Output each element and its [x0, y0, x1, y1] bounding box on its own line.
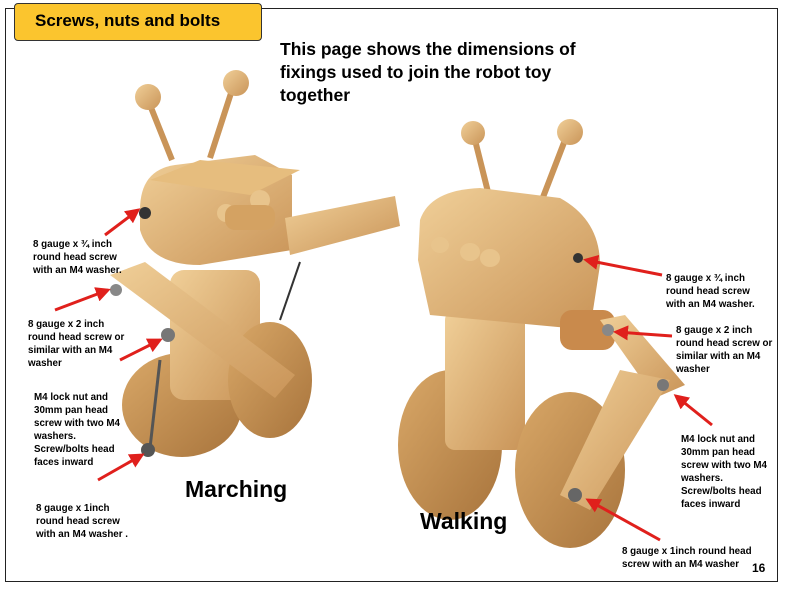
label-walking-head-screw: 8 gauge x ¾ inch round head screw with an … — [666, 272, 755, 311]
label-line: washer — [676, 364, 710, 375]
label-line: round head screw — [33, 252, 117, 263]
label-line: Screw/bolts head — [34, 444, 115, 455]
label-walking-shoulder-screw: 8 gauge x 2 inch round head screw or simil… — [676, 324, 772, 376]
label-line: washer — [28, 358, 62, 369]
label-line: screw with two M4 — [34, 418, 121, 429]
label-marching-shoulder-screw: 8 gauge x 2 inch round head screw or simil… — [28, 318, 124, 370]
label-line: 30mm pan head — [34, 405, 109, 416]
label-line: round head screw — [36, 516, 120, 527]
label-line: washers. — [34, 431, 76, 442]
label-line: Screw/bolts head — [681, 486, 762, 497]
label-line: similar with an M4 — [676, 351, 761, 362]
arrow-marching-shoulder — [54, 287, 111, 312]
label-walking-elbow-bolt: M4 lock nut and 30mm pan head screw with t… — [681, 433, 767, 511]
label-line: M4 lock nut and — [681, 434, 756, 445]
arrow-walking-hand — [585, 498, 661, 542]
caption-walking: Walking — [420, 508, 508, 534]
arrow-marching-hand — [97, 453, 145, 482]
arrow-marching-elbow — [119, 338, 163, 362]
label-line: faces inward — [681, 499, 741, 510]
callout-arrows — [54, 208, 713, 542]
label-line: with an M4 washer . — [36, 529, 129, 540]
label-line: 8 gauge x ¾ inch — [666, 273, 745, 284]
label-line: 8 gauge x 2 inch — [28, 319, 105, 330]
arrow-marching-head — [104, 208, 141, 237]
label-line: 8 gauge x ¾ inch — [33, 239, 112, 250]
arrow-walking-elbow — [673, 394, 713, 427]
label-line: 8 gauge x 1inch round head — [622, 546, 752, 557]
section-title: Screws, nuts and bolts — [14, 3, 262, 41]
label-marching-elbow-bolt: M4 lock nut and 30mm pan head screw with t… — [34, 391, 120, 469]
label-marching-head-screw: 8 gauge x ¾ inch round head screw with an … — [33, 238, 122, 277]
label-line: with an M4 washer. — [33, 265, 122, 276]
intro-text: This page shows the dimensions of fixing… — [280, 39, 576, 105]
marching-robot — [110, 70, 400, 457]
label-line: M4 lock nut and — [34, 392, 109, 403]
label-line: washers. — [681, 473, 723, 484]
label-line: round head screw or — [676, 338, 773, 349]
label-line: faces inward — [34, 457, 94, 468]
label-line: screw with an M4 washer — [622, 559, 740, 570]
page-border — [5, 8, 778, 582]
label-walking-hand-screw: 8 gauge x 1inch round head screw with an … — [622, 545, 752, 571]
arrow-walking-shoulder — [613, 325, 673, 341]
label-line: round head screw — [666, 286, 750, 297]
label-line: similar with an M4 — [28, 345, 113, 356]
label-line: screw with two M4 — [681, 460, 768, 471]
caption-marching: Marching — [185, 476, 288, 502]
label-line: round head screw or — [28, 332, 125, 343]
label-line: 8 gauge x 1inch — [36, 503, 110, 514]
arrow-walking-head — [583, 254, 663, 277]
page-number: 16 — [752, 561, 766, 575]
label-line: with an M4 washer. — [666, 299, 755, 310]
label-marching-hand-screw: 8 gauge x 1inch round head screw with an M… — [36, 502, 128, 541]
label-line: 8 gauge x 2 inch — [676, 325, 753, 336]
label-line: 30mm pan head — [681, 447, 756, 458]
